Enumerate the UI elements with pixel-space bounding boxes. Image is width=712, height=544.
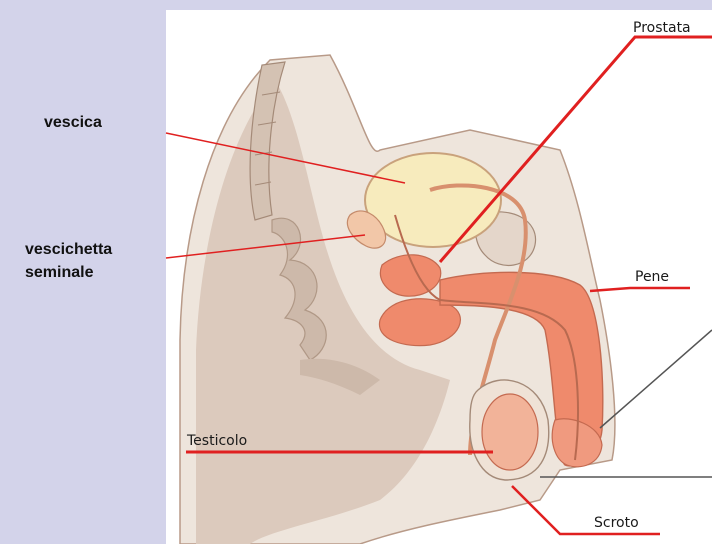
- testicle: [482, 394, 538, 470]
- leader-line-pene: [590, 288, 690, 291]
- label-testicolo: Testicolo: [186, 433, 247, 449]
- label-scroto: Scroto: [594, 515, 639, 531]
- label-pene: Pene: [635, 269, 669, 285]
- label-prostata: Prostata: [633, 20, 691, 36]
- leader-line-glans: [600, 330, 712, 428]
- bulb: [379, 299, 460, 346]
